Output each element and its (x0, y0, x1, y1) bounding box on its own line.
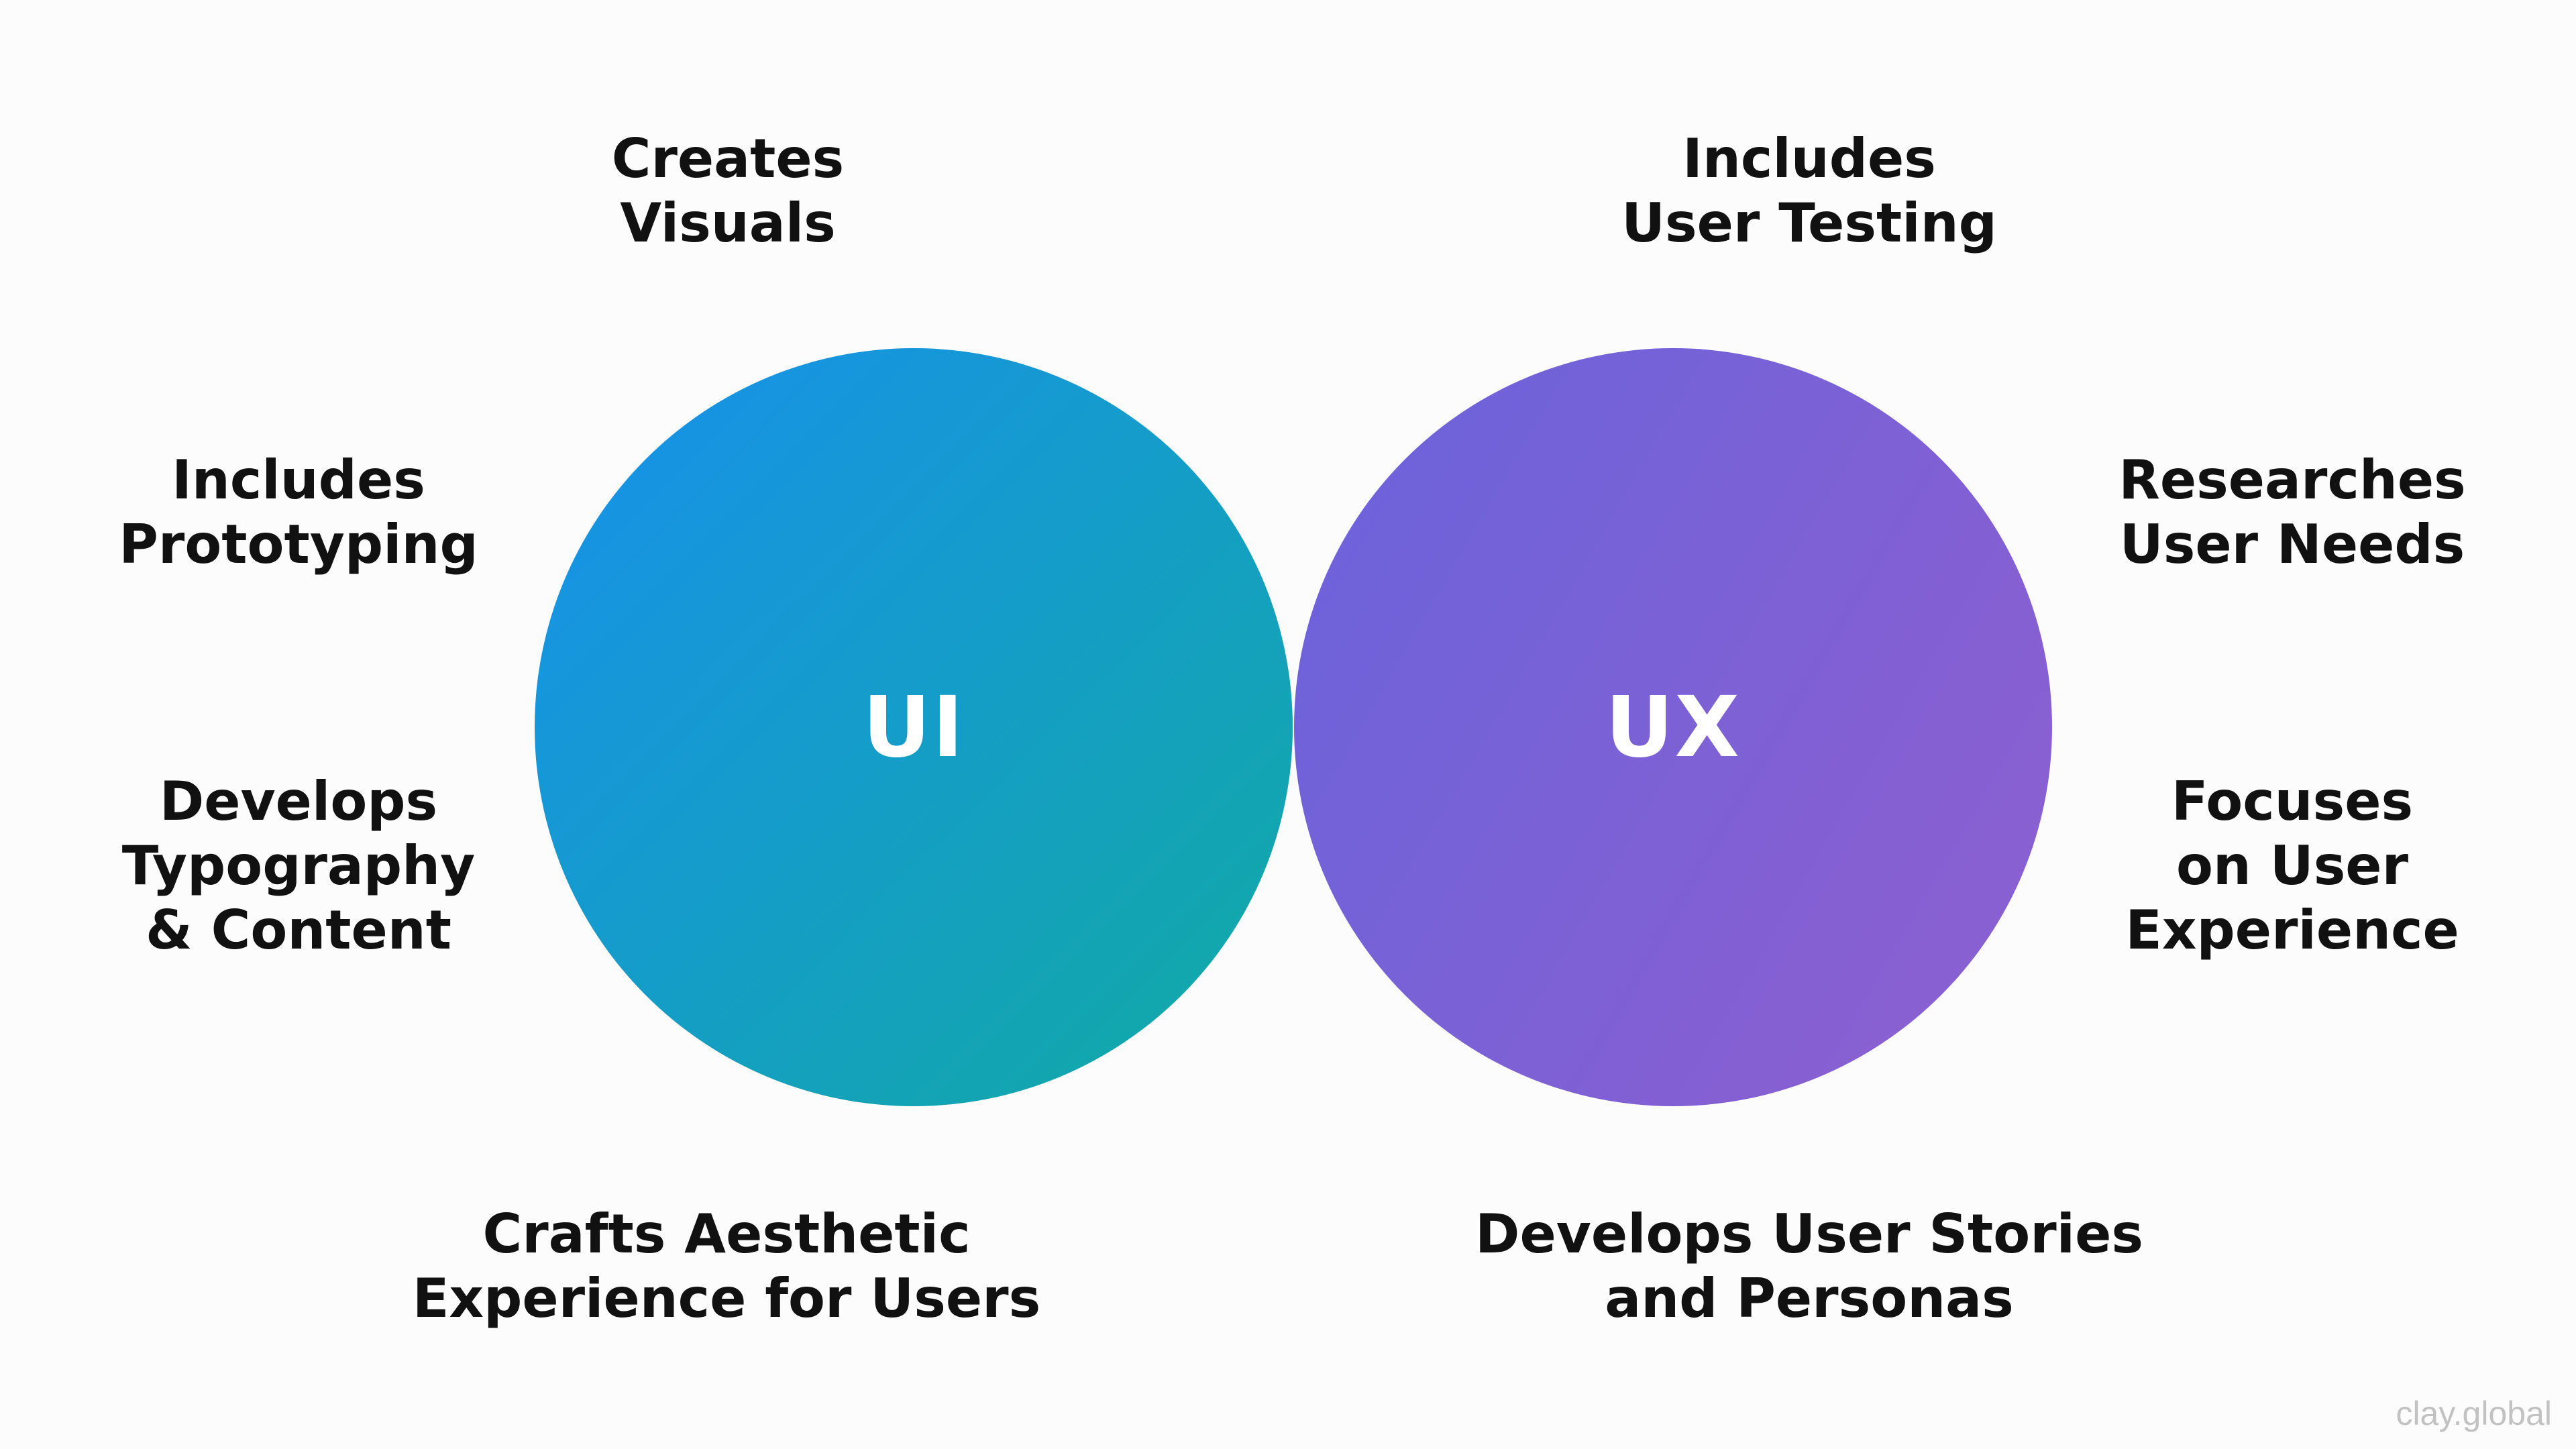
ui-circle: UI (535, 348, 1293, 1106)
ux-feature-focuses-on-user-experience: Focuses on User Experience (2125, 770, 2459, 961)
ux-feature-develops-user-stories: Develops User Stories and Personas (1475, 1203, 2143, 1330)
ui-feature-includes-prototyping: Includes Prototyping (119, 449, 478, 576)
ui-feature-develops-typography: Develops Typography & Content (121, 770, 476, 961)
ux-circle-label: UX (1605, 678, 1741, 776)
ui-feature-crafts-aesthetic: Crafts Aesthetic Experience for Users (412, 1203, 1041, 1330)
ux-circle: UX (1294, 348, 2052, 1106)
ui-circle-label: UI (862, 678, 965, 776)
ui-feature-creates-visuals: Creates Visuals (611, 127, 845, 254)
watermark: clay.global (2396, 1395, 2552, 1432)
ux-feature-includes-user-testing: Includes User Testing (1621, 127, 1997, 254)
ux-feature-researches-user-needs: Researches User Needs (2118, 449, 2466, 576)
